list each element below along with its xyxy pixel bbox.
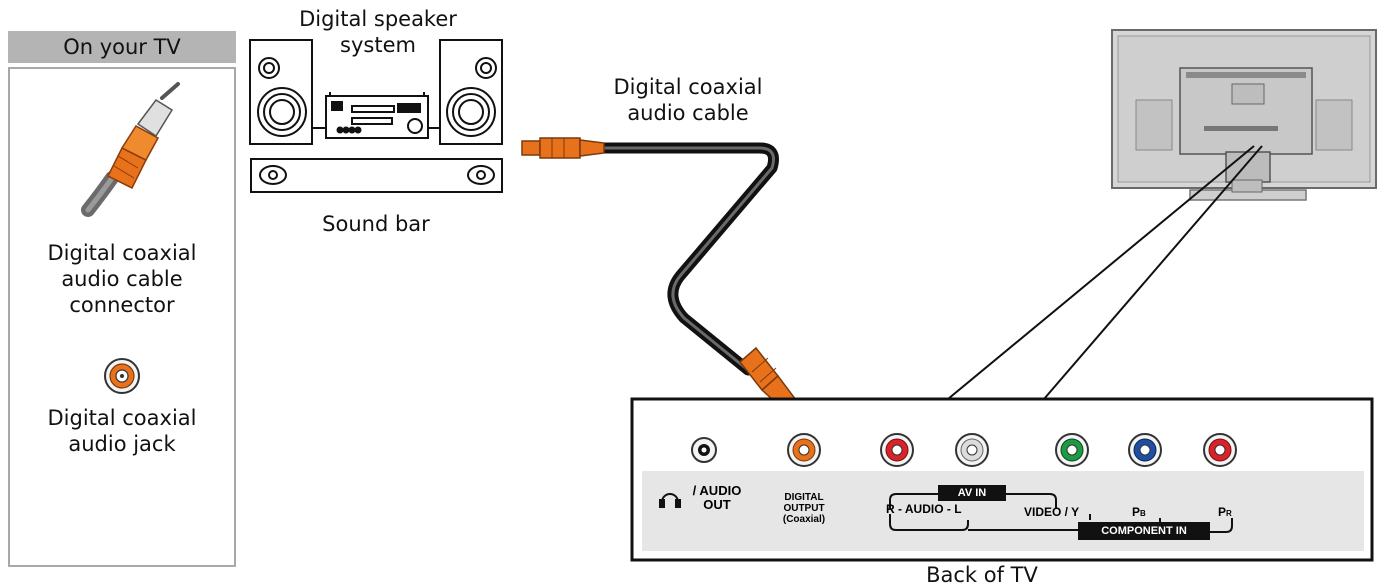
callout-line [1043, 145, 1263, 400]
pb-label: PB [1132, 506, 1162, 520]
audio-out-jack [691, 437, 717, 463]
jack-label: Digital coaxial audio jack [14, 405, 230, 457]
sound-bar-label: Sound bar [322, 212, 430, 236]
tv-back-icon [1111, 29, 1377, 201]
coaxial-jack-icon [104, 358, 140, 394]
av-audio-r-jack [880, 433, 914, 467]
speaker-label-line: system [340, 33, 416, 57]
pr-letter: P [1218, 505, 1227, 519]
video-y-label: VIDEO / Y [1024, 505, 1080, 519]
coaxial-cable [521, 137, 803, 422]
av-in-label: AV IN [957, 487, 987, 499]
pr-jack [1203, 433, 1237, 467]
back-of-tv-label: Back of TV [926, 563, 1038, 587]
jack-label-line: audio jack [68, 432, 176, 456]
digital-output-line: DIGITAL [784, 492, 824, 503]
callout-line [947, 145, 1255, 400]
pr-subscript: R [1226, 509, 1232, 518]
headphone-icon [659, 493, 681, 508]
pr-label: PR [1218, 506, 1248, 520]
pb-letter: P [1132, 505, 1141, 519]
jack-label-line: Digital coaxial [47, 406, 197, 430]
component-in-label: COMPONENT IN [1101, 525, 1187, 537]
pb-jack [1128, 433, 1162, 467]
audio-out-label: / AUDIO OUT [682, 484, 752, 512]
digital-output-jack [787, 433, 821, 467]
av-audio-l-jack [955, 433, 989, 467]
pb-subscript: B [1140, 509, 1146, 518]
cable-label-line: audio cable [627, 101, 749, 125]
speaker-system-label: Digital speaker system [290, 6, 466, 58]
component-in-badge [1078, 522, 1210, 540]
connector-label-line: Digital coaxial [47, 241, 197, 265]
audio-out-line: OUT [703, 497, 731, 512]
digital-output-line: (Coaxial) [782, 514, 826, 525]
connector-label: Digital coaxial audio cable connector [14, 240, 230, 318]
connector-label-line: audio cable [61, 267, 183, 291]
digital-output-line: OUTPUT [783, 503, 825, 514]
av-in-badge [938, 485, 1006, 501]
cable-label-line: Digital coaxial [613, 75, 763, 99]
speaker-system-icon [249, 39, 503, 145]
digital-output-label: DIGITAL OUTPUT (Coaxial) [770, 492, 838, 525]
speaker-label-line: Digital speaker [299, 7, 457, 31]
video-y-jack [1055, 433, 1089, 467]
connector-label-line: connector [69, 293, 175, 317]
panel-header: On your TV [8, 31, 236, 63]
tv-back-panel [630, 397, 1374, 562]
cable-label: Digital coaxial audio cable [598, 74, 778, 126]
audio-out-line: / AUDIO [692, 483, 742, 498]
r-audio-l-label: R - AUDIO - L [886, 502, 962, 516]
coaxial-connector-icon [81, 82, 180, 217]
sound-bar-icon [250, 158, 503, 193]
